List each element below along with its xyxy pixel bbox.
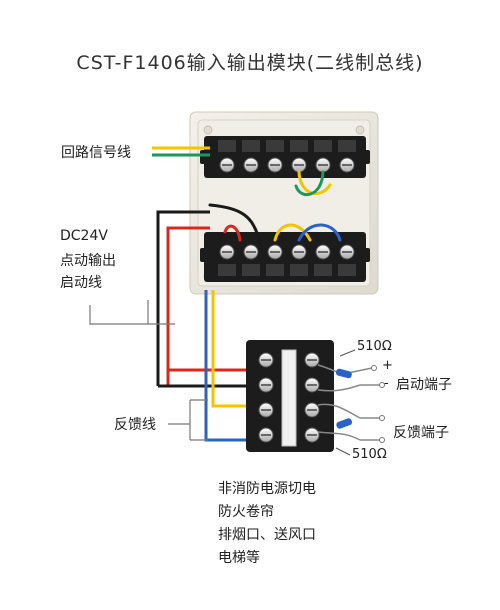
loop-signal-label: 回路信号线 [61, 145, 131, 161]
bottom-screws [218, 244, 356, 276]
minus-sign: - [384, 376, 389, 391]
terminal-endpoints [371, 365, 385, 443]
start-line-label: 启动线 [60, 275, 102, 291]
loop-signal-wires [152, 146, 210, 157]
dc24v-label: DC24V [60, 228, 108, 244]
dc24v-bracket [89, 300, 175, 325]
top-terminal-block [200, 136, 370, 178]
start-terminal-label: 启动端子 [396, 377, 452, 393]
feedback-line-label: 反馈线 [114, 417, 156, 433]
relay-terminal-strip [246, 340, 334, 452]
strip-right-screws [304, 352, 320, 443]
feedback-terminal-label: 反馈端子 [393, 425, 449, 441]
resistor-bottom-label: 510Ω [352, 447, 387, 462]
plus-sign: + [382, 358, 393, 373]
feedback-bracket [168, 399, 208, 441]
internal-wires [208, 170, 342, 247]
point-output-label: 点动输出 [60, 253, 116, 269]
diagram-title: CST-F1406输入输出模块(二线制总线) [76, 52, 424, 74]
equipment-line-3: 排烟口、送风口 [218, 527, 316, 543]
equipment-line-1: 非消防电源切电 [218, 481, 316, 497]
resistor-top-label: 510Ω [357, 339, 392, 354]
feedback-wires [204, 290, 250, 442]
strip-left-screws [258, 352, 274, 443]
top-screws [218, 140, 356, 173]
bottom-terminal-block [200, 232, 370, 282]
dc24v-wires [156, 210, 250, 388]
equipment-line-2: 防火卷帘 [218, 504, 274, 520]
resistor-bodies [335, 368, 353, 429]
equipment-line-4: 电梯等 [218, 550, 260, 566]
